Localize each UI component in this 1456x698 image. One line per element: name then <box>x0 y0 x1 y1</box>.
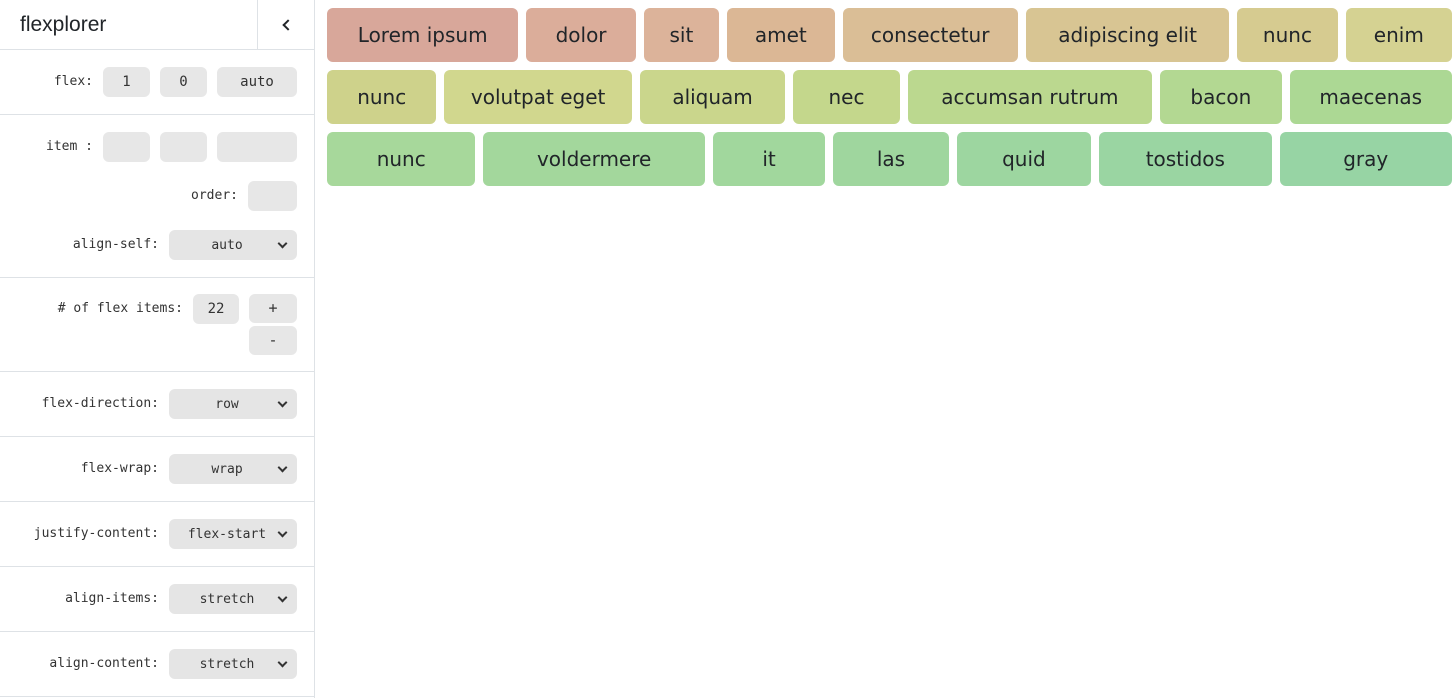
justify-content-row: justify-content: flex-start <box>17 519 297 549</box>
flex-item[interactable]: it <box>712 132 826 186</box>
flex-item[interactable]: nec <box>793 70 900 124</box>
sidebar-header: flexplorer <box>0 0 314 50</box>
remove-item-button[interactable]: - <box>249 326 297 355</box>
align-self-label: align-self: <box>72 237 159 252</box>
flex-label: flex: <box>53 74 93 89</box>
app-title: flexplorer <box>20 12 107 36</box>
align-self-row: align-self: auto <box>17 230 297 260</box>
align-content-select-wrap: stretch <box>169 649 297 679</box>
flex-item[interactable]: nunc <box>327 132 476 186</box>
sidebar: flexplorer flex: item : order: align-sel… <box>0 0 315 698</box>
order-input[interactable] <box>248 181 297 211</box>
align-items-row: align-items: stretch <box>17 584 297 614</box>
item-count-input[interactable] <box>193 294 239 324</box>
flex-wrap-select[interactable]: wrap <box>169 454 297 484</box>
align-content-label: align-content: <box>49 656 159 671</box>
order-label: order: <box>191 188 238 203</box>
flex-item[interactable]: maecenas <box>1289 70 1452 124</box>
item-count-label: # of flex items: <box>57 301 183 316</box>
align-content-row: align-content: stretch <box>17 649 297 679</box>
align-items-select-wrap: stretch <box>169 584 297 614</box>
flex-item[interactable]: enim <box>1345 8 1452 62</box>
section-align-items: align-items: stretch <box>0 567 314 632</box>
flex-item[interactable]: volutpat eget <box>444 70 632 124</box>
flex-wrap-select-wrap: wrap <box>169 454 297 484</box>
flex-item[interactable]: amet <box>727 8 835 62</box>
item-row: item : <box>17 132 297 162</box>
section-align-content: align-content: stretch <box>0 632 314 697</box>
section-justify-content: justify-content: flex-start <box>0 502 314 567</box>
flex-item[interactable]: adipiscing elit <box>1025 8 1230 62</box>
align-items-select[interactable]: stretch <box>169 584 297 614</box>
flex-item[interactable]: sit <box>643 8 720 62</box>
item-grow-input[interactable] <box>103 132 150 162</box>
flex-direction-label: flex-direction: <box>41 396 159 411</box>
item-count-stepper: + - <box>249 294 297 355</box>
section-item-count: # of flex items: + - <box>0 278 314 372</box>
section-flex-wrap: flex-wrap: wrap <box>0 437 314 502</box>
item-label: item : <box>46 139 93 154</box>
flex-direction-select[interactable]: row <box>169 389 297 419</box>
section-flex-direction: flex-direction: row <box>0 372 314 437</box>
flex-item[interactable]: dolor <box>526 8 636 62</box>
flex-item[interactable]: consectetur <box>842 8 1018 62</box>
flex-basis-input[interactable] <box>217 67 297 97</box>
chevron-left-icon <box>281 18 294 31</box>
flex-item[interactable]: voldermere <box>483 132 705 186</box>
flex-item[interactable]: accumsan rutrum <box>907 70 1153 124</box>
align-self-select-wrap: auto <box>169 230 297 260</box>
flex-grow-input[interactable] <box>103 67 150 97</box>
flex-row: flex: <box>17 67 297 97</box>
align-self-select[interactable]: auto <box>169 230 297 260</box>
flex-direction-select-wrap: row <box>169 389 297 419</box>
justify-content-label: justify-content: <box>33 526 159 541</box>
justify-content-select[interactable]: flex-start <box>169 519 297 549</box>
item-shrink-input[interactable] <box>160 132 207 162</box>
flex-item[interactable]: las <box>833 132 949 186</box>
section-item: item : order: align-self: auto <box>0 115 314 278</box>
align-content-select[interactable]: stretch <box>169 649 297 679</box>
item-basis-input[interactable] <box>217 132 297 162</box>
flex-item[interactable]: nunc <box>1237 8 1338 62</box>
flex-item[interactable]: quid <box>956 132 1092 186</box>
item-count-row: # of flex items: + - <box>17 294 297 355</box>
flex-item[interactable]: gray <box>1279 132 1452 186</box>
flex-item[interactable]: bacon <box>1160 70 1282 124</box>
flex-direction-row: flex-direction: row <box>17 389 297 419</box>
flex-wrap-label: flex-wrap: <box>80 461 159 476</box>
flex-item[interactable]: Lorem ipsum <box>327 8 519 62</box>
flex-item[interactable]: aliquam <box>639 70 786 124</box>
section-flex: flex: <box>0 50 314 115</box>
add-item-button[interactable]: + <box>249 294 297 323</box>
flex-shrink-input[interactable] <box>160 67 207 97</box>
sidebar-collapse-button[interactable] <box>257 0 314 49</box>
flex-wrap-row: flex-wrap: wrap <box>17 454 297 484</box>
flex-item[interactable]: nunc <box>327 70 437 124</box>
justify-content-select-wrap: flex-start <box>169 519 297 549</box>
align-items-label: align-items: <box>65 591 159 606</box>
flex-item[interactable]: tostidos <box>1099 132 1272 186</box>
order-row: order: <box>17 181 297 211</box>
